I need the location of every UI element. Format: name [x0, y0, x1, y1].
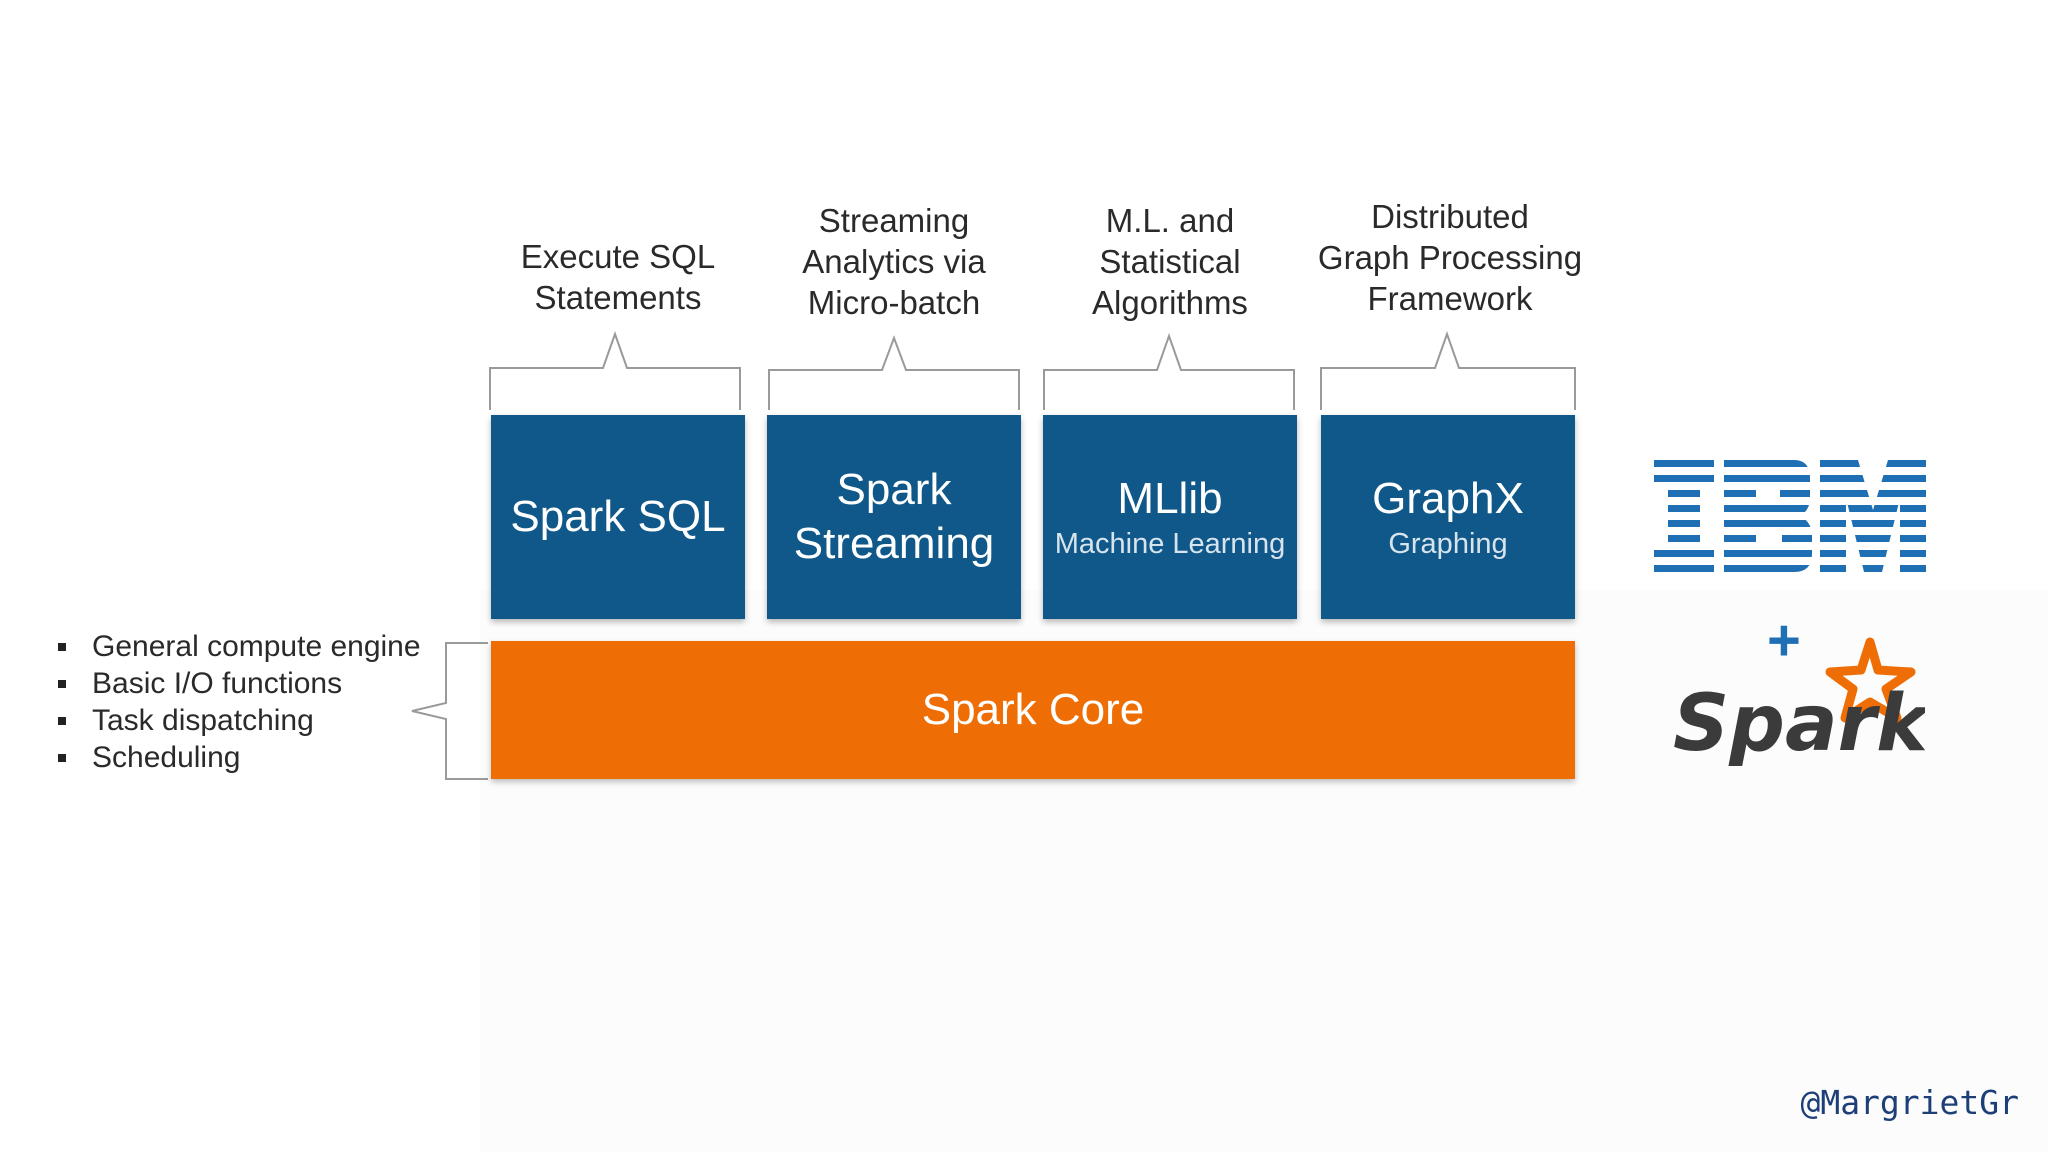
module-subtitle: Machine Learning: [1054, 528, 1286, 560]
caption-mllib: M.L. and Statistical Algorithms: [1092, 202, 1248, 321]
spark-star-icon: [1825, 637, 1916, 723]
list-item: Task dispatching: [56, 702, 421, 739]
spark-logo: Spark: [1673, 637, 1925, 766]
module-graphx: GraphX Graphing: [1321, 415, 1575, 619]
author-handle: @MargrietGr: [1800, 1083, 2019, 1122]
module-mllib: MLlib Machine Learning: [1043, 415, 1297, 619]
ibm-logo: [1654, 460, 1926, 572]
bracket-mllib: [1043, 332, 1295, 410]
module-name: MLlib: [1117, 474, 1223, 523]
list-item: General compute engine: [56, 628, 421, 665]
list-item: Basic I/O functions: [56, 665, 421, 702]
module-subtitle: Graphing: [1388, 528, 1508, 560]
caption-spark-streaming: Streaming Analytics via Micro-batch: [802, 202, 986, 321]
module-name: Spark SQL: [510, 492, 726, 541]
core-feature-list: General compute engine Basic I/O functio…: [56, 628, 421, 776]
bracket-graphx: [1320, 330, 1576, 410]
spark-core-label: Spark Core: [921, 685, 1145, 734]
spark-wordmark: Spark: [1673, 679, 1925, 766]
caption-spark-sql: Execute SQL Statements: [520, 238, 716, 316]
plus-sign: +: [1767, 608, 1801, 673]
spark-core-box: Spark Core: [491, 641, 1575, 779]
bracket-spark-sql: [489, 330, 741, 410]
bracket-spark-streaming: [768, 335, 1020, 410]
module-spark-sql: Spark SQL: [491, 415, 745, 619]
module-name: GraphX: [1372, 474, 1524, 523]
list-item: Scheduling: [56, 739, 421, 776]
caption-graphx: Distributed Graph Processing Framework: [1317, 198, 1583, 317]
module-spark-streaming: Spark Streaming: [767, 415, 1021, 619]
brackets: [411, 330, 1576, 780]
module-name: Spark Streaming: [793, 465, 995, 568]
bracket-core-features: [411, 642, 488, 780]
